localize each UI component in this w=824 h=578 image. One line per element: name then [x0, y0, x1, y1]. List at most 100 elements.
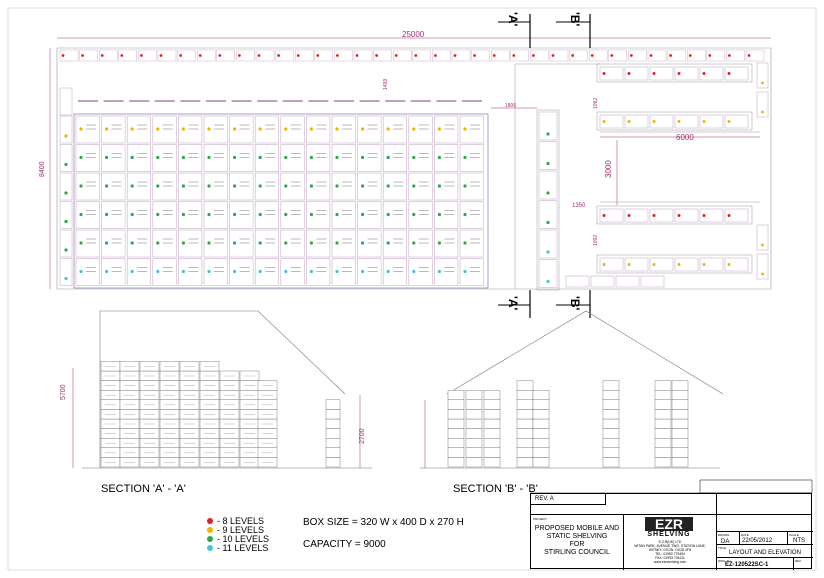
- section-b-title: SECTION 'B' - 'B': [453, 483, 538, 495]
- level-dot: [335, 184, 339, 188]
- level-dot: [412, 155, 416, 160]
- level-dot: [233, 184, 237, 188]
- level-dot: [258, 155, 262, 160]
- level-dot: [412, 212, 416, 217]
- level-dot: [156, 184, 160, 188]
- mobile-bay: [306, 201, 331, 229]
- rev-label: REV: [795, 559, 802, 563]
- mobile-bay: [306, 144, 331, 172]
- mobile-bay: [101, 258, 126, 286]
- shelf-level: [602, 399, 620, 410]
- project-name: PROPOSED MOBILE AND STATIC SHELVING FOR …: [531, 525, 623, 557]
- mid-bay: [538, 170, 558, 200]
- wall-bay: [118, 49, 138, 62]
- level-dot: [207, 184, 211, 188]
- level-dot: [627, 72, 631, 75]
- level-dot: [761, 110, 764, 114]
- level-dot: [156, 269, 160, 274]
- shelf-level: [447, 399, 465, 410]
- wall-bay: [530, 49, 549, 62]
- level-dot: [81, 54, 84, 57]
- mobile-bay: [280, 229, 305, 258]
- track-marker: [385, 100, 406, 102]
- mobile-bay: [254, 201, 279, 229]
- section-b-roofline: [446, 310, 724, 395]
- mobile-bay: [280, 144, 305, 172]
- track-marker: [257, 100, 278, 102]
- shelf-level: [447, 438, 465, 449]
- level-dot: [105, 127, 109, 131]
- level-dot: [437, 212, 441, 217]
- drawing-title: LAYOUT AND ELEVATION: [729, 550, 801, 556]
- shelf-level: [654, 438, 672, 449]
- level-dot: [79, 212, 83, 217]
- legend-item-10-levels: - 10 LEVELS: [207, 534, 269, 544]
- shelf-level: [483, 428, 501, 439]
- legend-item-9-levels: - 9 LEVELS: [207, 525, 264, 535]
- mobile-block-outline: [73, 113, 489, 289]
- level-dot: [702, 120, 706, 123]
- right-wall-bay: [756, 91, 769, 118]
- level-dot: [61, 54, 65, 57]
- shelf-level: [671, 390, 689, 401]
- mobile-bay: [331, 229, 356, 258]
- track-marker: [462, 100, 482, 102]
- level-dot: [453, 54, 457, 57]
- shelf-level: [602, 457, 620, 468]
- level-dot: [105, 155, 109, 160]
- mobile-bay: [357, 201, 382, 229]
- level-dot: [463, 212, 467, 217]
- mobile-bay: [331, 172, 356, 201]
- shelf-level: [483, 399, 501, 410]
- mobile-bay: [434, 115, 459, 144]
- mobile-bay: [152, 229, 177, 258]
- shelf-level: [671, 457, 689, 468]
- drawn-label: DRAWN: [718, 533, 730, 537]
- wall-bay: [138, 49, 157, 62]
- shelf-level: [447, 418, 465, 429]
- shelf-level: [654, 409, 672, 420]
- level-dot: [105, 241, 109, 245]
- wall-bay: [510, 49, 529, 62]
- level-dot: [677, 263, 681, 266]
- shelf-level: [483, 390, 501, 401]
- level-dot: [386, 155, 390, 160]
- track-marker: [436, 100, 457, 102]
- level-dot: [335, 241, 339, 245]
- shelf-level: [654, 457, 672, 468]
- shelf-level: [671, 428, 689, 439]
- mobile-bay: [408, 229, 433, 258]
- mobile-bay: [254, 172, 279, 201]
- wall-bay: [706, 49, 725, 62]
- shelf-level: [516, 438, 534, 449]
- level-dot: [156, 155, 160, 160]
- end-bay: [59, 144, 73, 172]
- shelf-level: [532, 428, 550, 439]
- level-dot: [386, 241, 390, 245]
- mobile-bay: [254, 258, 279, 286]
- level-dot: [335, 212, 339, 217]
- shelf-level: [602, 409, 620, 420]
- address-line: www.ezrshelving.com: [653, 560, 687, 564]
- shelf-level: [516, 399, 534, 410]
- mobile-bay: [152, 115, 177, 144]
- right-bay: [699, 208, 724, 223]
- track-marker: [129, 100, 150, 102]
- mobile-bay: [178, 229, 203, 258]
- mobile-bay: [126, 144, 151, 172]
- level-dot: [140, 54, 143, 57]
- level-dot: [747, 54, 751, 57]
- level-dot: [412, 241, 416, 245]
- dwg-label: DWG. No.: [718, 559, 732, 563]
- right-bay: [724, 208, 749, 223]
- level-dot: [335, 155, 339, 160]
- level-dot: [437, 269, 441, 274]
- level-dot: [361, 241, 365, 245]
- level-dot: [64, 248, 68, 252]
- static-shelf-level: [325, 447, 341, 458]
- logo-mark: EZR: [645, 517, 693, 531]
- wall-bay: [745, 49, 765, 62]
- mobile-bay: [434, 172, 459, 201]
- shelf-level: [671, 380, 689, 391]
- level-dot: [309, 127, 313, 131]
